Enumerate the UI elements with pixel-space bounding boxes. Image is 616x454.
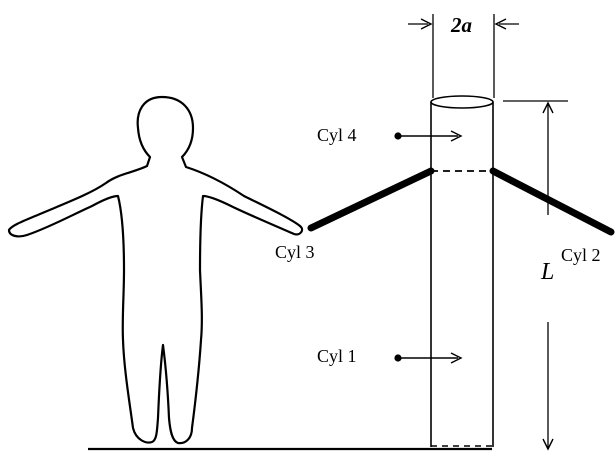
cyl4-label: Cyl 4 <box>317 125 357 145</box>
diameter-label: 2a <box>450 13 472 37</box>
cyl1-marker-dot <box>394 354 402 362</box>
cyl2-arm <box>489 167 615 236</box>
cyl3-arm <box>307 167 435 232</box>
diameter-right-arrowhead <box>494 18 507 30</box>
length-label: L <box>540 259 554 285</box>
diameter-left-arrowhead <box>420 18 433 30</box>
cyl1-arrowhead <box>450 352 463 364</box>
cyl3-label: Cyl 3 <box>275 242 315 262</box>
length-bottom-arrowhead <box>542 438 554 451</box>
cyl1-label: Cyl 1 <box>317 346 357 366</box>
cyl4-arrowhead <box>450 130 463 142</box>
cyl4-marker-dot <box>394 132 402 140</box>
cylinder-top-ellipse <box>430 95 494 109</box>
length-top-arrowhead <box>542 101 554 114</box>
human-silhouette <box>7 95 304 445</box>
cyl2-label: Cyl 2 <box>561 245 601 265</box>
